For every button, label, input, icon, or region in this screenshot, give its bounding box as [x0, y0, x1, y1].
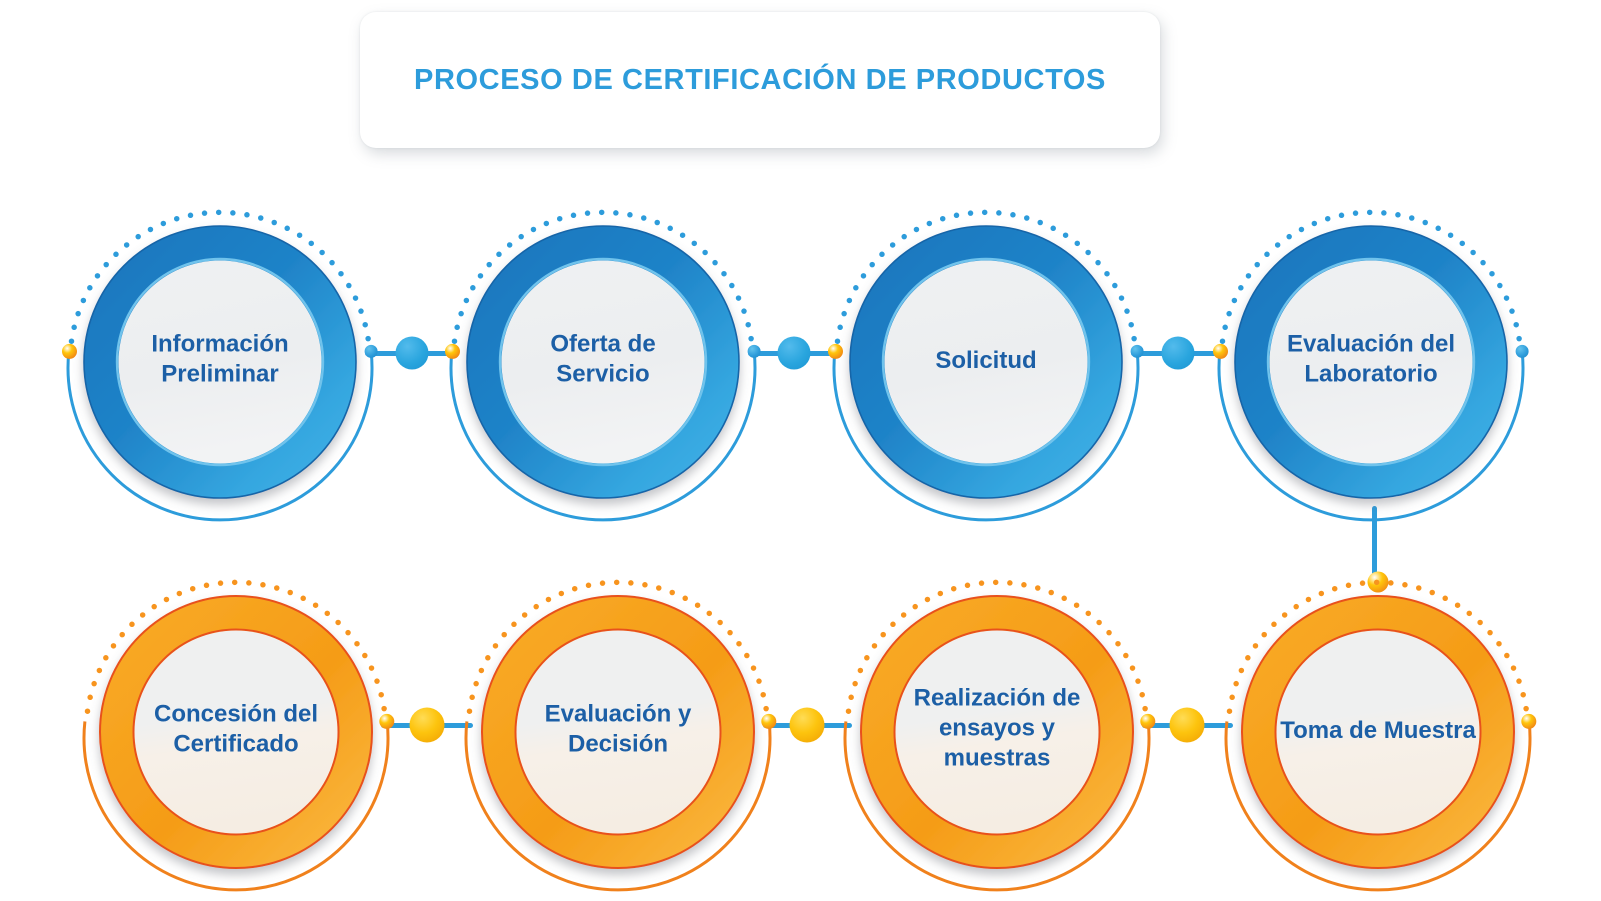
connector-node-yellow-1	[409, 707, 445, 743]
step-label: Información Preliminar	[151, 330, 289, 388]
connector-step4-step5	[1372, 506, 1377, 580]
step-circle-solicitud: Solicitud	[826, 202, 1146, 522]
title-card: PROCESO DE CERTIFICACIÓN DE PRODUCTOS	[360, 12, 1160, 148]
step-circle-toma-de-muestra: Toma de Muestra	[1218, 572, 1538, 892]
step-label: Concesión del Certificado	[153, 700, 319, 758]
step-circle-evaluacion-y-decision: Evaluación y Decisión	[458, 572, 778, 892]
step-circle-oferta-de-servicio: Oferta de Servicio	[443, 202, 763, 522]
step-label: Solicitud	[935, 346, 1037, 374]
step-label: Realización de ensayos y muestras	[913, 684, 1081, 772]
step-circle-concesion-del-certificado: Concesión del Certificado	[76, 572, 396, 892]
step-label: Evaluación del Laboratorio	[1286, 330, 1456, 388]
connector-node-blue-3	[1161, 336, 1195, 370]
step-label: Oferta de Servicio	[550, 330, 656, 388]
connector-node-blue-2	[777, 336, 811, 370]
step-circle-evaluacion-del-laboratorio: Evaluación del Laboratorio	[1211, 202, 1531, 522]
page-title: PROCESO DE CERTIFICACIÓN DE PRODUCTOS	[414, 63, 1106, 96]
step-label: Evaluación y Decisión	[544, 700, 692, 758]
connector-node-yellow-2	[789, 707, 825, 743]
step-circle-realizacion-de-ensayos: Realización de ensayos y muestras	[837, 572, 1157, 892]
connector-node-yellow-3	[1169, 707, 1205, 743]
step-label: Toma de Muestra	[1280, 716, 1476, 744]
connector-node-blue-1	[395, 336, 429, 370]
step-circle-informacion-preliminar: Información Preliminar	[60, 202, 380, 522]
